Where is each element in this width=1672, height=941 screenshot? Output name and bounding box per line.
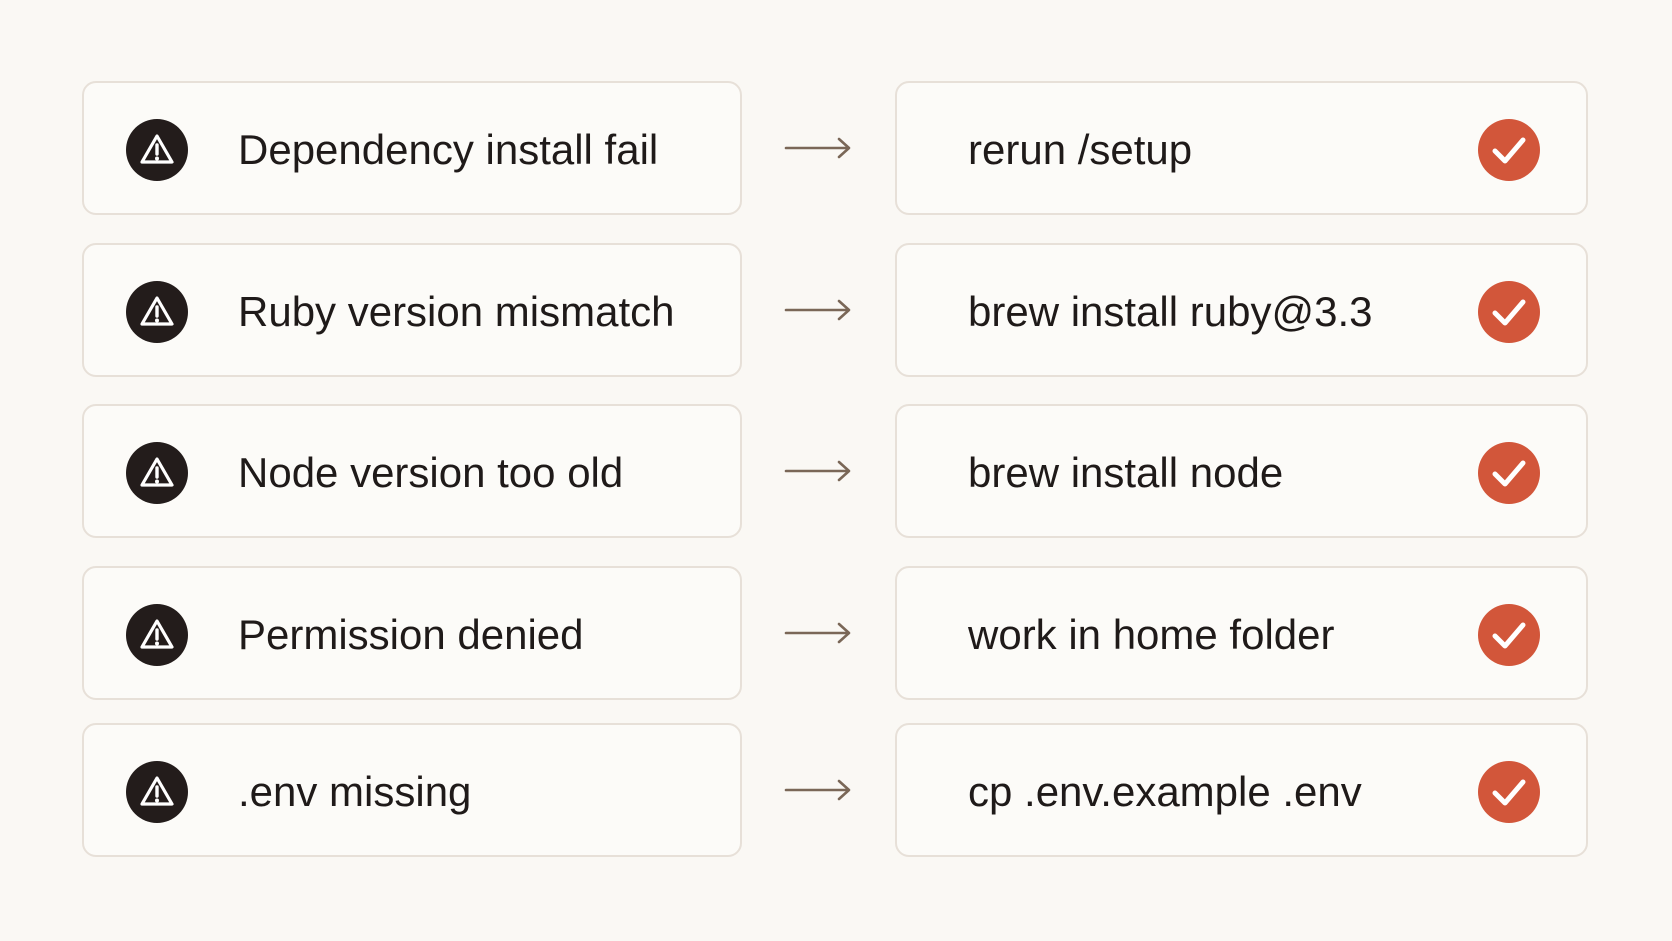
problem-card: Node version too old: [82, 404, 742, 538]
fix-card: rerun /setup: [895, 81, 1588, 215]
problem-label: .env missing: [238, 768, 472, 815]
fix-card: brew install ruby@3.3: [895, 243, 1588, 377]
warning-icon: [126, 442, 188, 504]
check-icon: [1478, 442, 1540, 504]
fix-label: brew install node: [968, 449, 1284, 496]
arrow-right-icon: [784, 779, 851, 801]
warning-icon: [126, 604, 188, 666]
warning-icon: [126, 119, 188, 181]
fix-label: work in home folder: [968, 611, 1335, 658]
fix-label: cp .env.example .env: [968, 768, 1362, 815]
problem-label: Dependency install fail: [238, 126, 659, 173]
problem-label: Ruby version mismatch: [238, 288, 675, 335]
check-icon: [1478, 119, 1540, 181]
fix-card: brew install node: [895, 404, 1588, 538]
troubleshooting-row: .env missing cp .env.example .env: [82, 723, 1588, 861]
fix-card: cp .env.example .env: [895, 723, 1588, 857]
problem-label: Permission denied: [238, 611, 584, 658]
check-icon: [1478, 761, 1540, 823]
troubleshooting-row: Ruby version mismatch brew install ruby@…: [82, 243, 1588, 381]
problem-card: .env missing: [82, 723, 742, 857]
warning-icon: [126, 281, 188, 343]
check-icon: [1478, 604, 1540, 666]
troubleshooting-row: Dependency install fail rerun /setup: [82, 81, 1588, 219]
arrow-right-icon: [784, 622, 851, 644]
arrow-right-icon: [784, 137, 851, 159]
troubleshooting-row: Permission denied work in home folder: [82, 566, 1588, 704]
problem-card: Permission denied: [82, 566, 742, 700]
warning-icon: [126, 761, 188, 823]
problem-card: Ruby version mismatch: [82, 243, 742, 377]
fix-card: work in home folder: [895, 566, 1588, 700]
arrow-right-icon: [784, 299, 851, 321]
fix-label: rerun /setup: [968, 126, 1193, 173]
arrow-right-icon: [784, 460, 851, 482]
troubleshooting-row: Node version too old brew install node: [82, 404, 1588, 542]
problem-label: Node version too old: [238, 449, 624, 496]
problem-card: Dependency install fail: [82, 81, 742, 215]
fix-label: brew install ruby@3.3: [968, 288, 1373, 335]
check-icon: [1478, 281, 1540, 343]
